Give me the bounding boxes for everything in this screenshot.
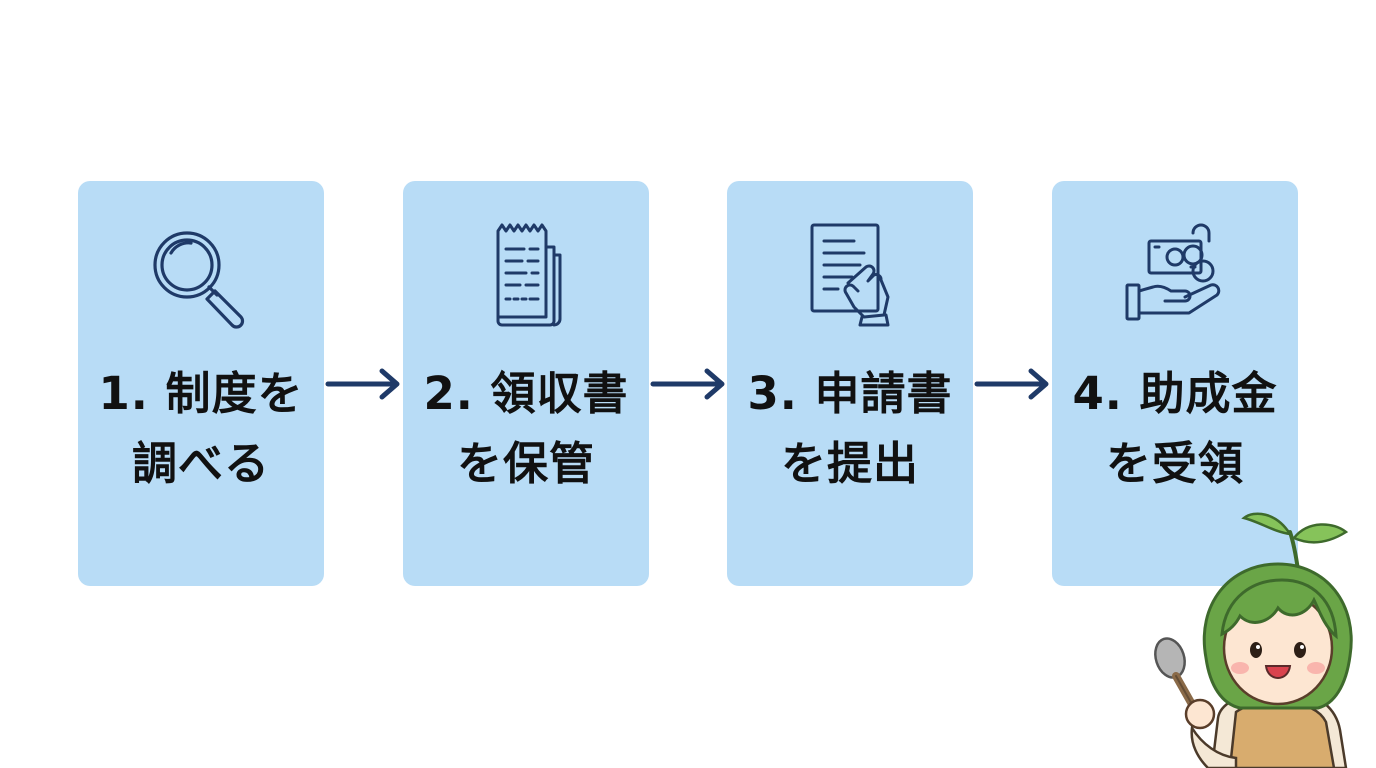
- arrow-right-icon: [973, 366, 1053, 402]
- step-3-line1: 3. 申請書: [747, 367, 953, 420]
- step-card-2: 2. 領収書 を保管: [403, 181, 649, 586]
- arrow-right-icon: [649, 366, 729, 402]
- step-label-3: 3. 申請書 を提出: [727, 359, 973, 499]
- step-1-line1: 1. 制度を: [98, 367, 304, 420]
- step-label-2: 2. 領収書 を保管: [403, 359, 649, 499]
- step-2-line2: を保管: [456, 437, 595, 490]
- step-4-line1: 4. 助成金: [1072, 367, 1278, 420]
- step-4-line2: を受領: [1105, 437, 1244, 490]
- document-hand-icon: [794, 221, 906, 333]
- arrow-right-icon: [324, 366, 404, 402]
- magnifier-icon: [145, 221, 257, 333]
- step-label-1: 1. 制度を 調べる: [78, 359, 324, 499]
- receipt-icon: [470, 221, 582, 333]
- step-3-line2: を提出: [780, 437, 919, 490]
- step-1-line2: 調べる: [131, 437, 270, 490]
- step-card-3: 3. 申請書 を提出: [727, 181, 973, 586]
- step-card-1: 1. 制度を 調べる: [78, 181, 324, 586]
- sprout-girl-mascot-icon: [1148, 508, 1358, 768]
- step-2-line1: 2. 領収書: [423, 367, 629, 420]
- step-label-4: 4. 助成金 を受領: [1052, 359, 1298, 499]
- money-hand-icon: [1119, 221, 1231, 333]
